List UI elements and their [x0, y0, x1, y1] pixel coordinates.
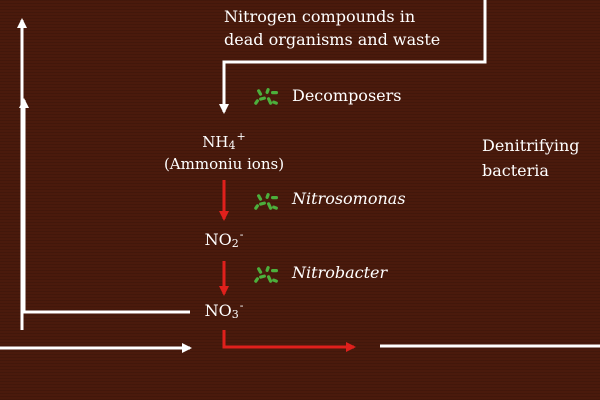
dead-organisms-line2: dead organisms and waste: [224, 30, 441, 49]
nitrite-base: NO: [204, 230, 232, 249]
ammonium-superscript: +: [236, 130, 246, 143]
nitrate-subscript: 3: [231, 308, 239, 321]
ammonium-formula: NH4+: [144, 128, 304, 155]
nitrite-superscript: -: [239, 228, 244, 241]
nitrate-to-plants-arrow: [19, 98, 190, 314]
nitrate-node: NO3-: [174, 299, 274, 321]
nitrite-node: NO2-: [174, 228, 274, 250]
input-arrow-to-ammonium: [219, 0, 487, 114]
ammonium-subscript: 4: [228, 139, 236, 152]
nitrite-subscript: 2: [231, 237, 239, 250]
denitrifying-bacteria-label: Denitrifying bacteria: [482, 133, 580, 183]
ammonium-name: (Ammoniu ions): [163, 155, 285, 173]
nitrobacter-bacteria-icon: [253, 265, 279, 284]
nitrosomonas-label: Nitrosomonas: [292, 189, 406, 208]
denitrifying-line2: bacteria: [482, 161, 549, 180]
denitrifying-line1: Denitrifying: [482, 136, 580, 155]
nitrate-superscript: -: [239, 299, 244, 312]
nitrate-to-denitrification-arrow: [222, 330, 356, 352]
dead-organisms-line1: Nitrogen compounds in: [224, 7, 416, 26]
nitrobacter-label: Nitrobacter: [292, 263, 388, 282]
decomposers-bacteria-icon: [253, 87, 279, 106]
dead-organisms-label: Nitrogen compounds in dead organisms and…: [224, 5, 440, 51]
decomposers-label: Decomposers: [292, 86, 402, 105]
ammonium-node: NH4+ (Ammoniu ions): [144, 128, 304, 173]
nitrate-base: NO: [204, 301, 232, 320]
ammonium-base: NH: [202, 133, 229, 151]
nitrosomonas-bacteria-icon: [253, 192, 279, 211]
